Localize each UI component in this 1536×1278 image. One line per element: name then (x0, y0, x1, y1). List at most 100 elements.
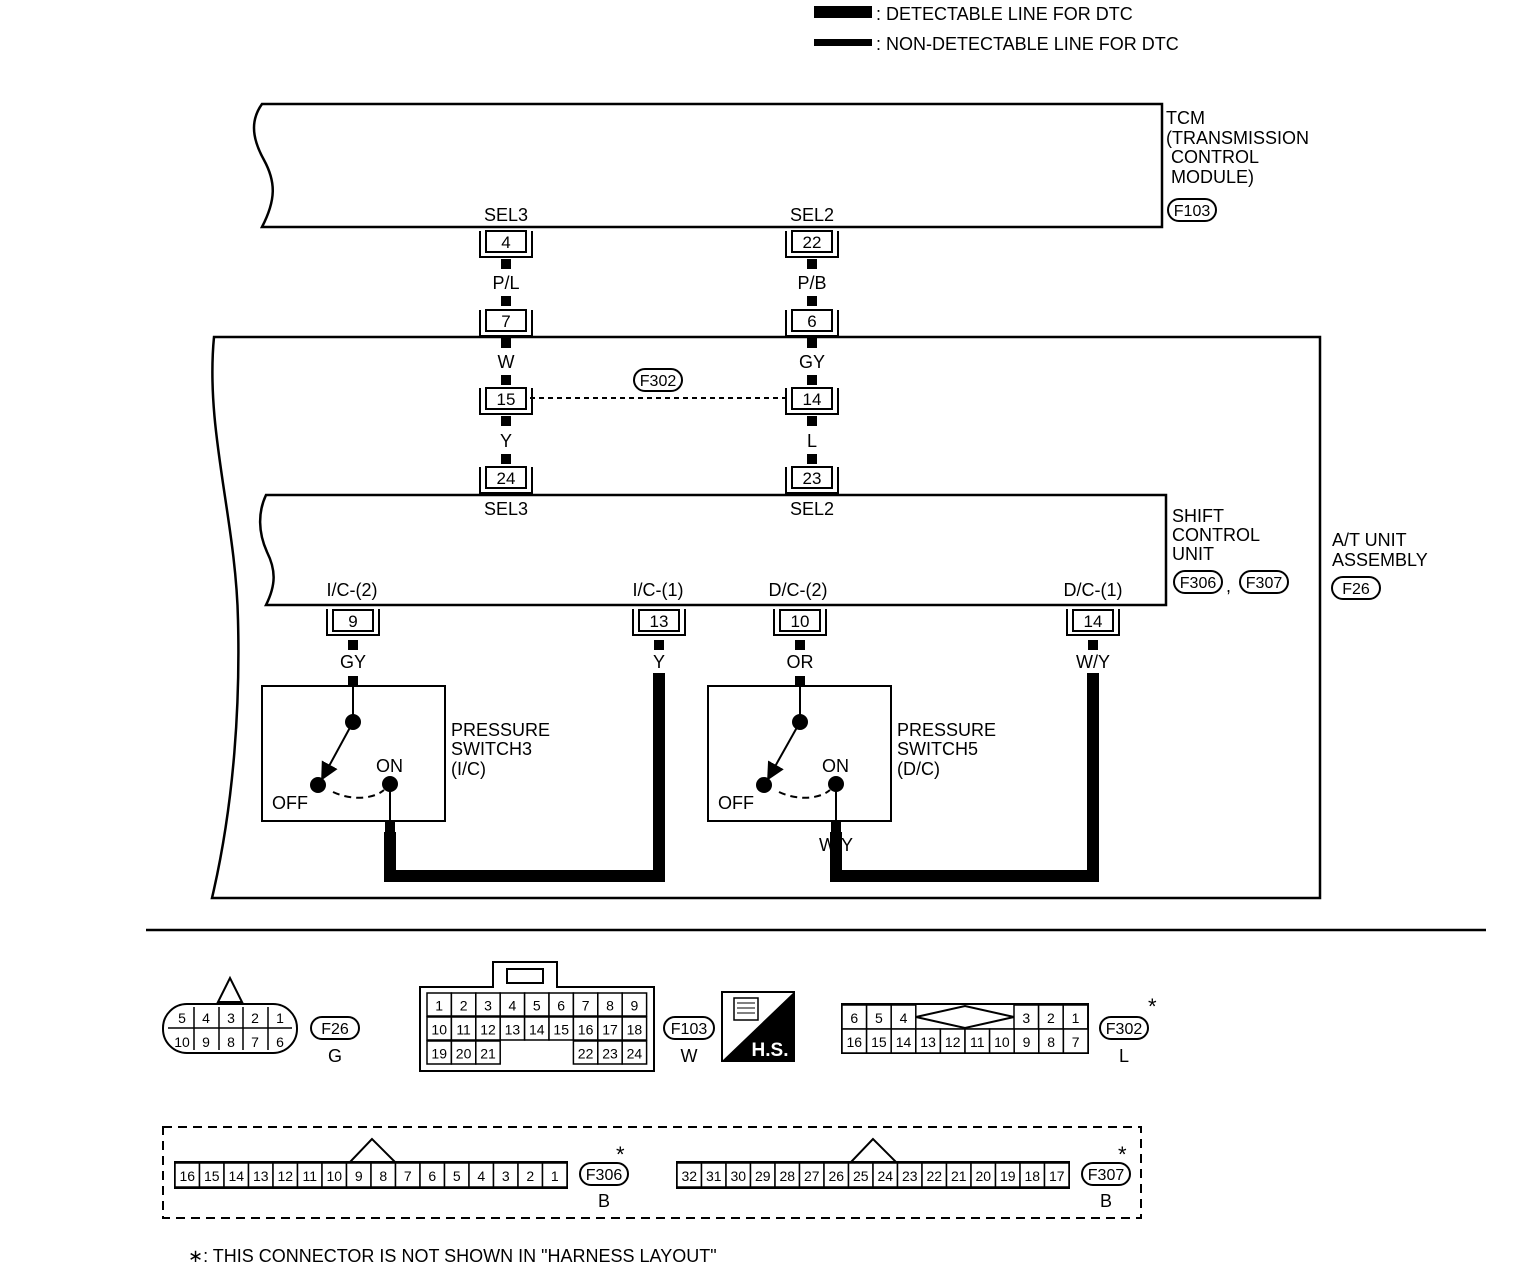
tcm-label-4: MODULE) (1166, 167, 1254, 187)
f26-color: G (328, 1046, 342, 1066)
f302-cavity: 5 (875, 1010, 883, 1026)
f103-cavity: 15 (553, 1022, 569, 1038)
f103-cavity: 2 (460, 998, 468, 1014)
f103-color: W (681, 1046, 698, 1066)
f103-cavity: 24 (627, 1046, 643, 1062)
f103-id: F103 (671, 1021, 708, 1038)
f26-id: F26 (321, 1021, 349, 1038)
pressure-switch-5: ON OFF PRESSURE SWITCH5 (D/C) (707, 685, 996, 822)
f307-cavity: 24 (877, 1168, 893, 1184)
f302-cavity: 1 (1072, 1010, 1080, 1026)
scu-comma: , (1226, 576, 1231, 596)
at-unit-label-2: ASSEMBLY (1332, 550, 1428, 570)
f103-cavity: 20 (456, 1046, 472, 1062)
tcm-label-2: (TRANSMISSION (1166, 128, 1309, 148)
f306-cavity: 8 (379, 1168, 387, 1184)
footnote: ∗: THIS CONNECTOR IS NOT SHOWN IN "HARNE… (188, 1246, 717, 1266)
f103-cavity: 9 (631, 998, 639, 1014)
ps3-label-3: (I/C) (451, 759, 486, 779)
scu-ic1-label: I/C-(1) (633, 580, 684, 600)
f307-star: * (1118, 1142, 1127, 1167)
scu-dc1-label: D/C-(1) (1064, 580, 1123, 600)
f26-cavity: 5 (178, 1010, 186, 1026)
f306-cavity: 3 (502, 1168, 510, 1184)
scu-pin-14: 14 (1066, 609, 1120, 636)
scu-pin-9: 9 (326, 609, 380, 636)
f302-link-label: F302 (640, 373, 677, 390)
hs-label: H.S. (752, 1040, 789, 1061)
ps5-on: ON (822, 756, 849, 776)
at-unit-connector-id: F26 (1342, 581, 1370, 598)
f26-pin-7-number: 7 (501, 312, 510, 331)
f306-cavity: 2 (526, 1168, 534, 1184)
scu-label-2: CONTROL (1172, 525, 1260, 545)
wire-pl: P/L (492, 273, 519, 293)
f307-cavity: 22 (926, 1168, 942, 1184)
at-unit-block: A/T UNIT ASSEMBLY F26 (210, 335, 1428, 900)
f302-cavity: 13 (920, 1034, 936, 1050)
f302-cavity: 3 (1022, 1010, 1030, 1026)
tcm-sel2-label: SEL2 (790, 205, 834, 225)
tcm-block: TCM (TRANSMISSION CONTROL MODULE) F103 S… (252, 102, 1309, 229)
wire-y: Y (500, 431, 512, 451)
scu-ic2-label: I/C-(2) (327, 580, 378, 600)
f306-cavity: 12 (277, 1168, 293, 1184)
f302-star: * (1148, 994, 1157, 1019)
f302-cavity: 10 (994, 1034, 1010, 1050)
f302-id: F302 (1106, 1021, 1143, 1038)
f302-pin-15-number: 15 (497, 390, 516, 409)
f26-cavity: 1 (276, 1010, 284, 1026)
f307-cavity: 21 (951, 1168, 967, 1184)
shift-control-unit-block: SHIFT CONTROL UNIT F306 , F307 SEL3 SEL2… (258, 493, 1289, 607)
scu-pin-23: 23 (785, 466, 839, 494)
f26-cavity: 3 (227, 1010, 235, 1026)
f307-cavity: 28 (779, 1168, 795, 1184)
tcm-label-3: CONTROL (1166, 147, 1259, 167)
f307-cavity: 27 (804, 1168, 820, 1184)
wire-y2: Y (653, 652, 665, 672)
f306-cavity: 10 (326, 1168, 342, 1184)
f302-cavity: 8 (1047, 1034, 1055, 1050)
f302-color: L (1119, 1046, 1129, 1066)
f307-cavity: 31 (706, 1168, 722, 1184)
f306-cavity: 1 (551, 1168, 559, 1184)
f103-cavity: 6 (557, 998, 565, 1014)
scu-label-3: UNIT (1172, 544, 1214, 564)
f103-cavity: 3 (484, 998, 492, 1014)
f306-cavity: 11 (302, 1168, 317, 1184)
f302-cavity: 7 (1072, 1034, 1080, 1050)
f307-cavity: 18 (1024, 1168, 1040, 1184)
f306-cavity: 9 (355, 1168, 363, 1184)
f103-cavity: 17 (602, 1022, 618, 1038)
harness-side-icon: H.S. (721, 991, 795, 1062)
f307-cavity: 25 (853, 1168, 869, 1184)
tcm-pin-sel3: 4 (479, 230, 533, 258)
legend-detectable: : DETECTABLE LINE FOR DTC (876, 4, 1133, 24)
scu-pin-14-number: 14 (1084, 612, 1103, 631)
ps3-label-2: SWITCH3 (451, 739, 532, 759)
f306-cavity: 13 (253, 1168, 269, 1184)
scu-pin-10: 10 (773, 609, 827, 636)
f103-cavity: 22 (578, 1046, 594, 1062)
ps3-on: ON (376, 756, 403, 776)
dashed-group-box (162, 1126, 1142, 1219)
f26-cavity: 8 (227, 1034, 235, 1050)
f307-id: F307 (1088, 1167, 1125, 1184)
ps3-label-1: PRESSURE (451, 720, 550, 740)
detectable-wires (384, 673, 1099, 882)
at-unit-label-1: A/T UNIT (1332, 530, 1407, 550)
scu-connector-1: F306 (1180, 575, 1217, 592)
f306-cavity: 7 (404, 1168, 412, 1184)
scu-pin-13: 13 (632, 609, 686, 636)
f302-cavity: 2 (1047, 1010, 1055, 1026)
scu-pin-24-number: 24 (497, 469, 516, 488)
scu-pin-10-number: 10 (791, 612, 810, 631)
f306-cavity: 16 (179, 1168, 195, 1184)
f103-cavity: 4 (509, 998, 517, 1014)
scu-connector-2: F307 (1246, 575, 1283, 592)
